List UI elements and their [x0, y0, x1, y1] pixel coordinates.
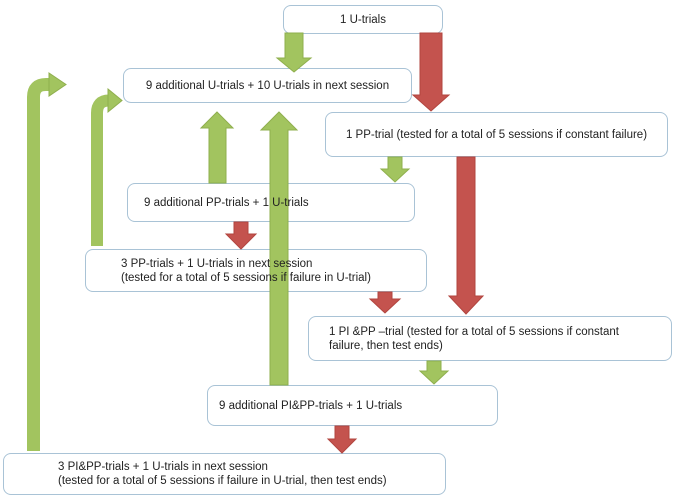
node-text-line: 1 U-trials	[339, 13, 386, 26]
node-text-line: 1 PI &PP –trial (tested for a total of 5…	[329, 325, 619, 338]
arrow-green-elbow-b5-b2	[91, 87, 123, 246]
node-text-line: (tested for a total of 5 sessions if fai…	[58, 475, 387, 487]
node-text-line: 9 additional PI&PP-trials + 1 U-trials	[219, 399, 403, 412]
node-3-pi-pp-trials-next-session: 3 PI&PP-trials + 1 U-trials in next sess…	[3, 453, 446, 495]
arrow-red-down-b4-b5	[224, 221, 258, 250]
node-text-line: (tested for a total of 5 sessions if fai…	[121, 271, 371, 284]
node-text-line: 3 PP-trials + 1 U-trials in next session	[121, 257, 313, 270]
arrow-green-elbow-b8-b2-head	[48, 72, 67, 97]
node-9-additional-pi-pp-trials: 9 additional PI&PP-trials + 1 U-trials	[207, 385, 498, 426]
node-9-additional-pp-trials: 9 additional PP-trials + 1 U-trials	[127, 183, 415, 222]
arrow-green-elbow-b5-b2-shaft	[91, 94, 110, 246]
node-text-line: failure, then test ends)	[329, 339, 443, 352]
node-3-pp-trials-next-session: 3 PP-trials + 1 U-trials in next session…	[85, 249, 427, 292]
arrow-green-elbow-b5-b2-head	[107, 87, 123, 114]
node-1-pi-pp-trial: 1 PI &PP –trial (tested for a total of 5…	[308, 316, 672, 361]
node-text-line: 1 PP-trial (tested for a total of 5 sess…	[345, 128, 648, 141]
node-text-line: 9 additional PP-trials + 1 U-trials	[144, 196, 309, 209]
arrow-red-down-b5-b6	[368, 291, 402, 314]
node-text-line: 3 PI&PP-trials + 1 U-trials in next sess…	[58, 461, 268, 473]
arrow-green-down-b6-b7	[418, 360, 450, 385]
node-1-pp-trial: 1 PP-trial (tested for a total of 5 sess…	[325, 112, 668, 157]
arrow-red-down-b1-b3	[411, 32, 451, 112]
node-1-u-trials: 1 U-trials	[283, 5, 443, 34]
arrow-red-down-b3-b6	[447, 156, 485, 315]
arrow-green-down-b3-b4	[379, 156, 411, 183]
node-9-additional-u-trials: 9 additional U-trials + 10 U-trials in n…	[123, 68, 412, 103]
arrow-green-down-b1-b2	[275, 32, 313, 73]
arrow-green-up-b4-b2	[199, 111, 235, 184]
node-text-line: 9 additional U-trials + 10 U-trials in n…	[145, 79, 390, 92]
arrow-red-down-b7-b8	[326, 425, 358, 454]
arrow-green-elbow-b8-b2	[27, 72, 67, 451]
arrow-green-elbow-b8-b2-shaft	[27, 78, 49, 451]
